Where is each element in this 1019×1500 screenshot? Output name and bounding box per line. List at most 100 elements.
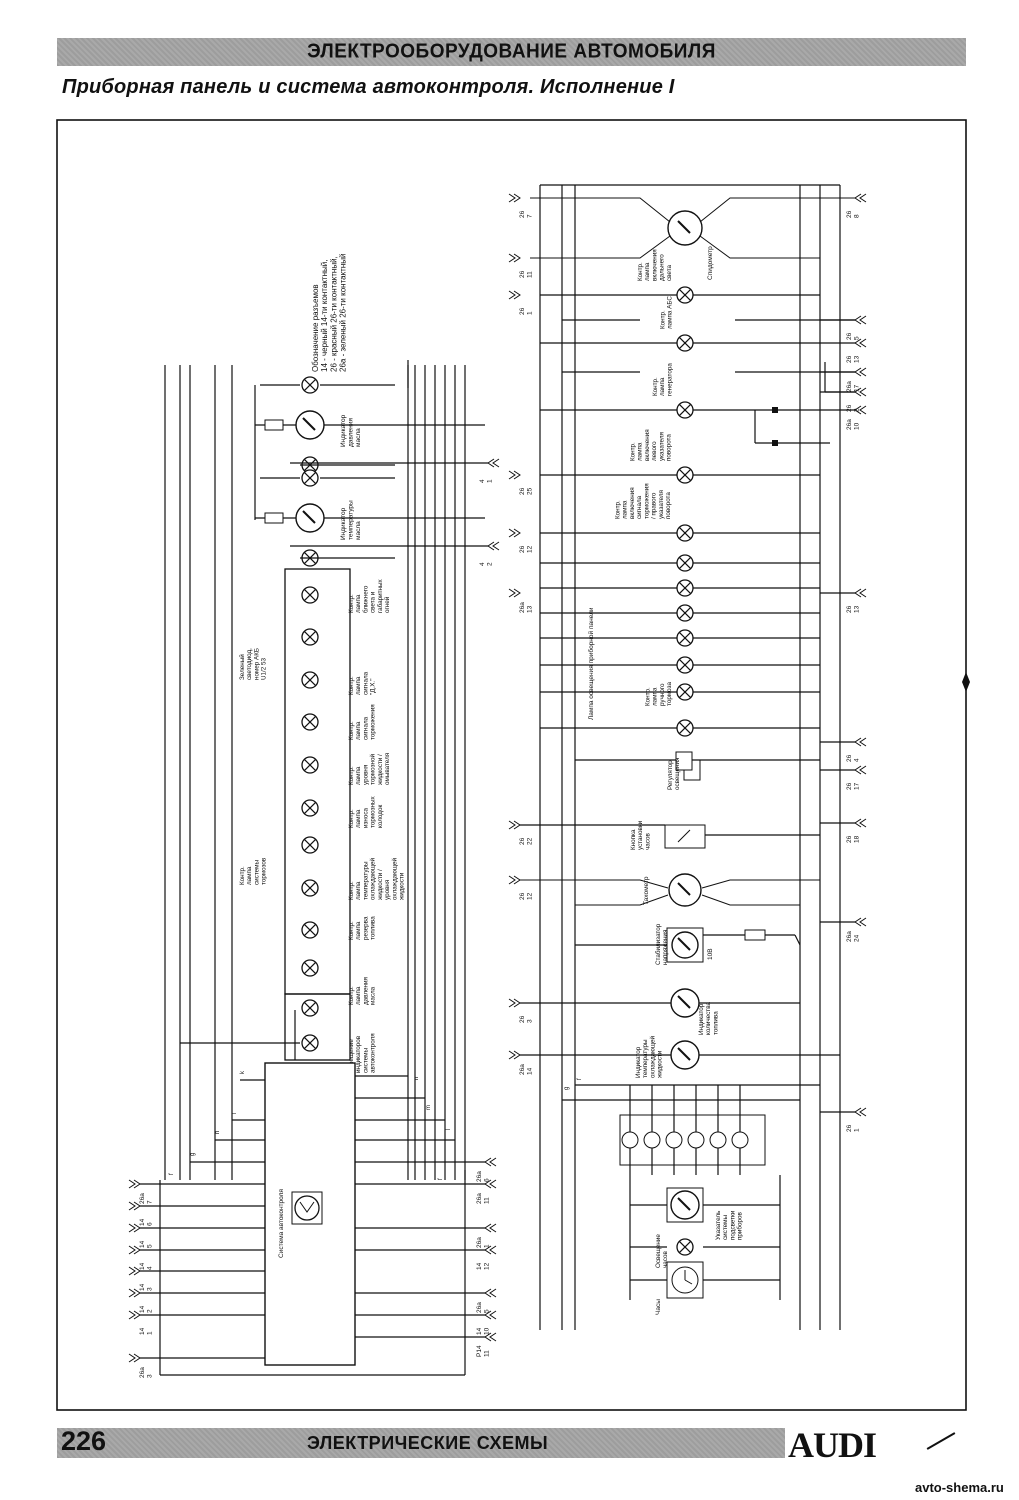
label-line: Контр. (348, 986, 355, 1005)
clock-hands (684, 1270, 693, 1285)
label-line: g (564, 1087, 570, 1090)
label-line: 4 (479, 479, 486, 483)
label-line: лампа (652, 687, 659, 706)
label-line: освещения (674, 758, 681, 790)
oil-gauge-label: Индикатортемпературымасла (340, 500, 362, 540)
label-line: 26a (476, 1237, 483, 1248)
watermark: avto-shema.ru (915, 1480, 1004, 1495)
label-line: Контр. (652, 377, 659, 396)
label-line: Контр. (637, 262, 644, 281)
stabilizer-value: 10В (707, 948, 714, 960)
label-line: лампа (637, 442, 644, 461)
label-line: 17 (853, 384, 860, 392)
label-line: света и (370, 591, 377, 613)
lamp-icon (301, 713, 319, 731)
label-line: тормоза (666, 682, 673, 706)
label-line: 6 (483, 1178, 490, 1182)
label-line: часов (662, 1250, 669, 1268)
connector-icon (484, 1179, 497, 1189)
connector-label: 26a7 (139, 1193, 153, 1204)
indicator-icon (670, 1190, 700, 1220)
connector-icon (128, 1310, 141, 1320)
label-line: 4 (479, 562, 486, 566)
label-line: масла (370, 986, 377, 1005)
connector-icon (508, 193, 521, 203)
label-line: жидкости (657, 1050, 664, 1078)
lamp-cross (303, 801, 317, 815)
label-line: P14 (476, 1345, 483, 1357)
label-line: 3 (146, 1374, 153, 1378)
lamp-label: Контр.лампатемпературыохлаждающейжидкост… (348, 858, 406, 900)
connector-label: 142 (139, 1305, 153, 1313)
connector-label: 263 (519, 1015, 533, 1023)
label-line: лампа (355, 809, 362, 828)
clock-light-label: Освещениечасов (655, 1234, 669, 1268)
label-line: 26 (846, 1124, 853, 1132)
lamp-icon (676, 1238, 694, 1256)
label-line: напряжения (662, 930, 669, 965)
connector-icon (508, 470, 521, 480)
label-line: торможения (643, 483, 650, 519)
label-line: "Д.Х." (370, 679, 377, 695)
lamp-icon (676, 719, 694, 737)
label-line: 14 (476, 1327, 483, 1335)
label-line: 26a (519, 1064, 526, 1075)
lamp-cross (303, 758, 317, 772)
label-line: 11 (483, 1350, 490, 1357)
lamp-label: Контр.лампарезерватоплива (348, 916, 377, 940)
label-line: включения (629, 487, 636, 519)
connector-label: 141 (139, 1327, 153, 1335)
oil-gauge-icon (295, 410, 325, 440)
label-line: 18 (853, 835, 860, 843)
label-line: 11 (483, 1197, 490, 1204)
wire-mark: g (564, 1087, 570, 1090)
label-line: 12 (526, 545, 533, 553)
label-line: 26 (846, 210, 853, 218)
lamp-icon (301, 1034, 319, 1052)
label-line: количества (705, 1002, 712, 1035)
lamp-label: Контр.лампауровнятормознойжидкости /омыв… (348, 753, 391, 785)
connector-label: 26a24 (846, 931, 860, 942)
gauge-needle (677, 882, 691, 896)
lamp-icon (301, 469, 319, 487)
label-line: 2 (486, 562, 493, 566)
label-line: Часы (655, 1299, 662, 1315)
label-line: 1 (146, 1331, 153, 1335)
lamp-cross (303, 471, 317, 485)
resistor-icon (744, 929, 766, 941)
tachometer-label: Тахометр (643, 876, 650, 905)
lamp-cross (678, 631, 692, 645)
label-line: 26 (519, 892, 526, 900)
label-line: 1 (526, 311, 533, 315)
label-line: 26 (519, 210, 526, 218)
resistor-icon (264, 512, 284, 524)
label-line: 26 (846, 404, 853, 412)
lamp-cross (303, 881, 317, 895)
label-line: Стабилизатор (654, 923, 662, 965)
page-number: 226 (61, 1426, 107, 1456)
label-line: 26a (476, 1302, 483, 1313)
label-line: лампа АБС (667, 296, 674, 329)
label-line: резерва (362, 916, 369, 940)
label-line: установки (637, 820, 644, 850)
label-line: света (666, 264, 673, 281)
connector-pin (643, 1131, 661, 1149)
label-line: 26 (519, 545, 526, 553)
label-line: 3 (526, 1019, 533, 1023)
label-line: лампа (644, 262, 651, 281)
lamp-icon (301, 586, 319, 604)
label-line: 26 (846, 605, 853, 613)
connector-label: 2613 (846, 605, 860, 613)
label-line: 26a (846, 381, 853, 392)
lamp-cross (678, 556, 692, 570)
coolant-gauge-icon (670, 1040, 700, 1070)
connector-label: 26a3 (139, 1367, 153, 1378)
lamp-label: Контр.лампавключениясигналаторможения/ п… (615, 483, 673, 519)
connector-label: 26a11 (476, 1193, 490, 1204)
label-line: h (215, 1131, 221, 1134)
connector-label: 2622 (519, 837, 533, 845)
label-line: светодиод, (246, 648, 253, 680)
label-line: 11 (526, 271, 533, 278)
label-line: жидкости (399, 872, 406, 900)
connector-label: 261 (846, 1124, 860, 1132)
